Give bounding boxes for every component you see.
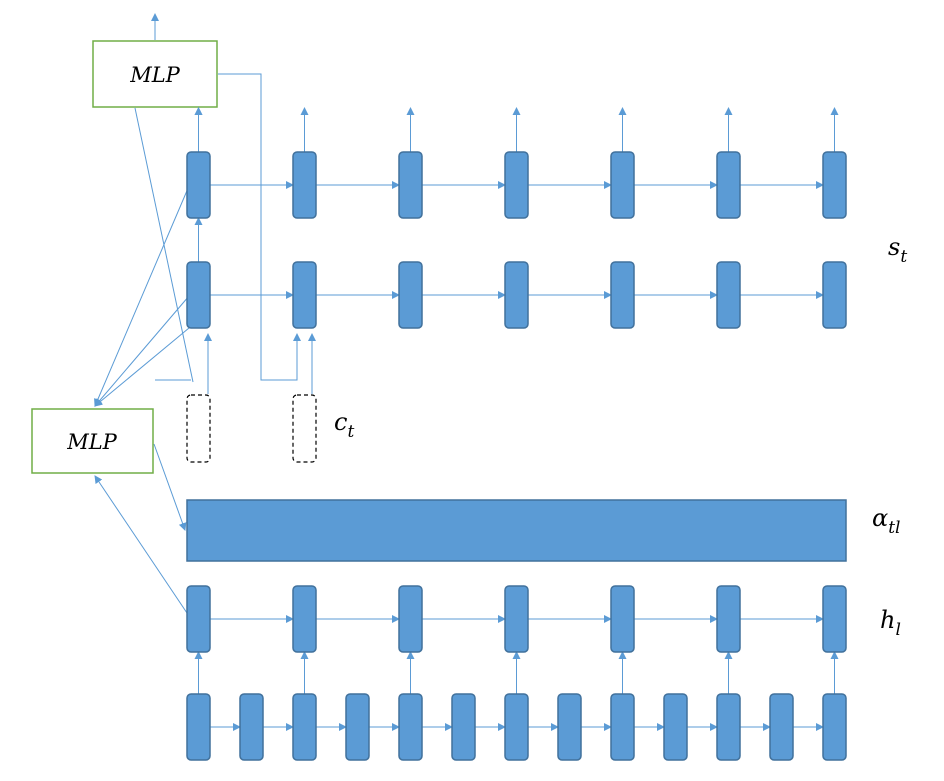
encoder-h-cell-7	[822, 585, 847, 653]
encoder-bottom-cell-5	[398, 693, 423, 761]
decoder-top-cell-7	[822, 151, 847, 219]
encoder-h-cell-1	[186, 585, 211, 653]
encoder-bottom-cell-12	[769, 693, 794, 761]
encoder-bottom-cell-8	[557, 693, 582, 761]
encoder-bottom-cell-3	[292, 693, 317, 761]
decoder-lower-cell-3	[398, 261, 423, 329]
encoder-h-cell-2	[292, 585, 317, 653]
context-box-1	[186, 394, 211, 463]
decoder-lower-cell-5	[610, 261, 635, 329]
label-s-t-base: s	[888, 233, 900, 261]
decoder-top-cell-3	[398, 151, 423, 219]
decoder-lower-cell-2	[292, 261, 317, 329]
mlp-top-label: MLP	[129, 63, 180, 87]
mlp-left-to-alpha-line	[153, 443, 187, 531]
decoder-lower-to-mlp-left-line-1	[94, 295, 190, 407]
label-c-t-base: c	[334, 408, 347, 436]
decoder-top-cell-2	[292, 151, 317, 219]
mlp-top-box: MLP	[92, 40, 218, 108]
label-s-t: st	[888, 233, 907, 267]
alpha-attention-bar	[186, 499, 847, 562]
rnn-cells	[186, 151, 847, 761]
label-s-t-sub: t	[900, 247, 907, 267]
label-h-l-sub: l	[895, 620, 900, 640]
decoder-top-cell-1	[186, 151, 211, 219]
decoder-top-to-mlp-left-line	[94, 185, 190, 407]
label-h-l-base: h	[880, 606, 895, 634]
encoder-bottom-cell-13	[822, 693, 847, 761]
recurrent-connections	[194, 107, 839, 731]
context-box-2	[292, 394, 317, 463]
decoder-top-cell-5	[610, 151, 635, 219]
encoder-h-cell-3	[398, 585, 423, 653]
decoder-lower-to-mlp-left-line-2	[94, 327, 190, 407]
decoder-lower-cell-7	[822, 261, 847, 329]
encoder-bottom-cell-11	[716, 693, 741, 761]
encoder-bottom-cell-6	[451, 693, 476, 761]
mlp-left-label: MLP	[66, 430, 117, 454]
label-alpha-tl-base: α	[872, 504, 888, 532]
decoder-lower-cell-4	[504, 261, 529, 329]
encoder-to-mlp-left-line	[94, 475, 190, 617]
encoder-h-cell-5	[610, 585, 635, 653]
mlp-left-box: MLP	[31, 408, 154, 474]
label-alpha-tl-sub: tl	[888, 518, 900, 538]
encoder-bottom-cell-9	[610, 693, 635, 761]
decoder-top-cell-4	[504, 151, 529, 219]
decoder-top-cell-6	[716, 151, 741, 219]
connection-lines	[94, 13, 316, 617]
encoder-bottom-cell-7	[504, 693, 529, 761]
label-c-t: ct	[334, 408, 354, 442]
decoder-lower-cell-6	[716, 261, 741, 329]
encoder-bottom-cell-1	[186, 693, 211, 761]
decoder-lower-cell-1	[186, 261, 211, 329]
label-h-l: hl	[880, 606, 901, 640]
mlp-top-to-context-line	[218, 73, 301, 381]
label-alpha-tl: αtl	[872, 504, 901, 538]
encoder-bottom-cell-2	[239, 693, 264, 761]
encoder-bottom-cell-10	[663, 693, 688, 761]
label-c-t-sub: t	[347, 422, 354, 442]
encoder-h-cell-6	[716, 585, 741, 653]
encoder-bottom-cell-4	[345, 693, 370, 761]
encoder-h-cell-4	[504, 585, 529, 653]
